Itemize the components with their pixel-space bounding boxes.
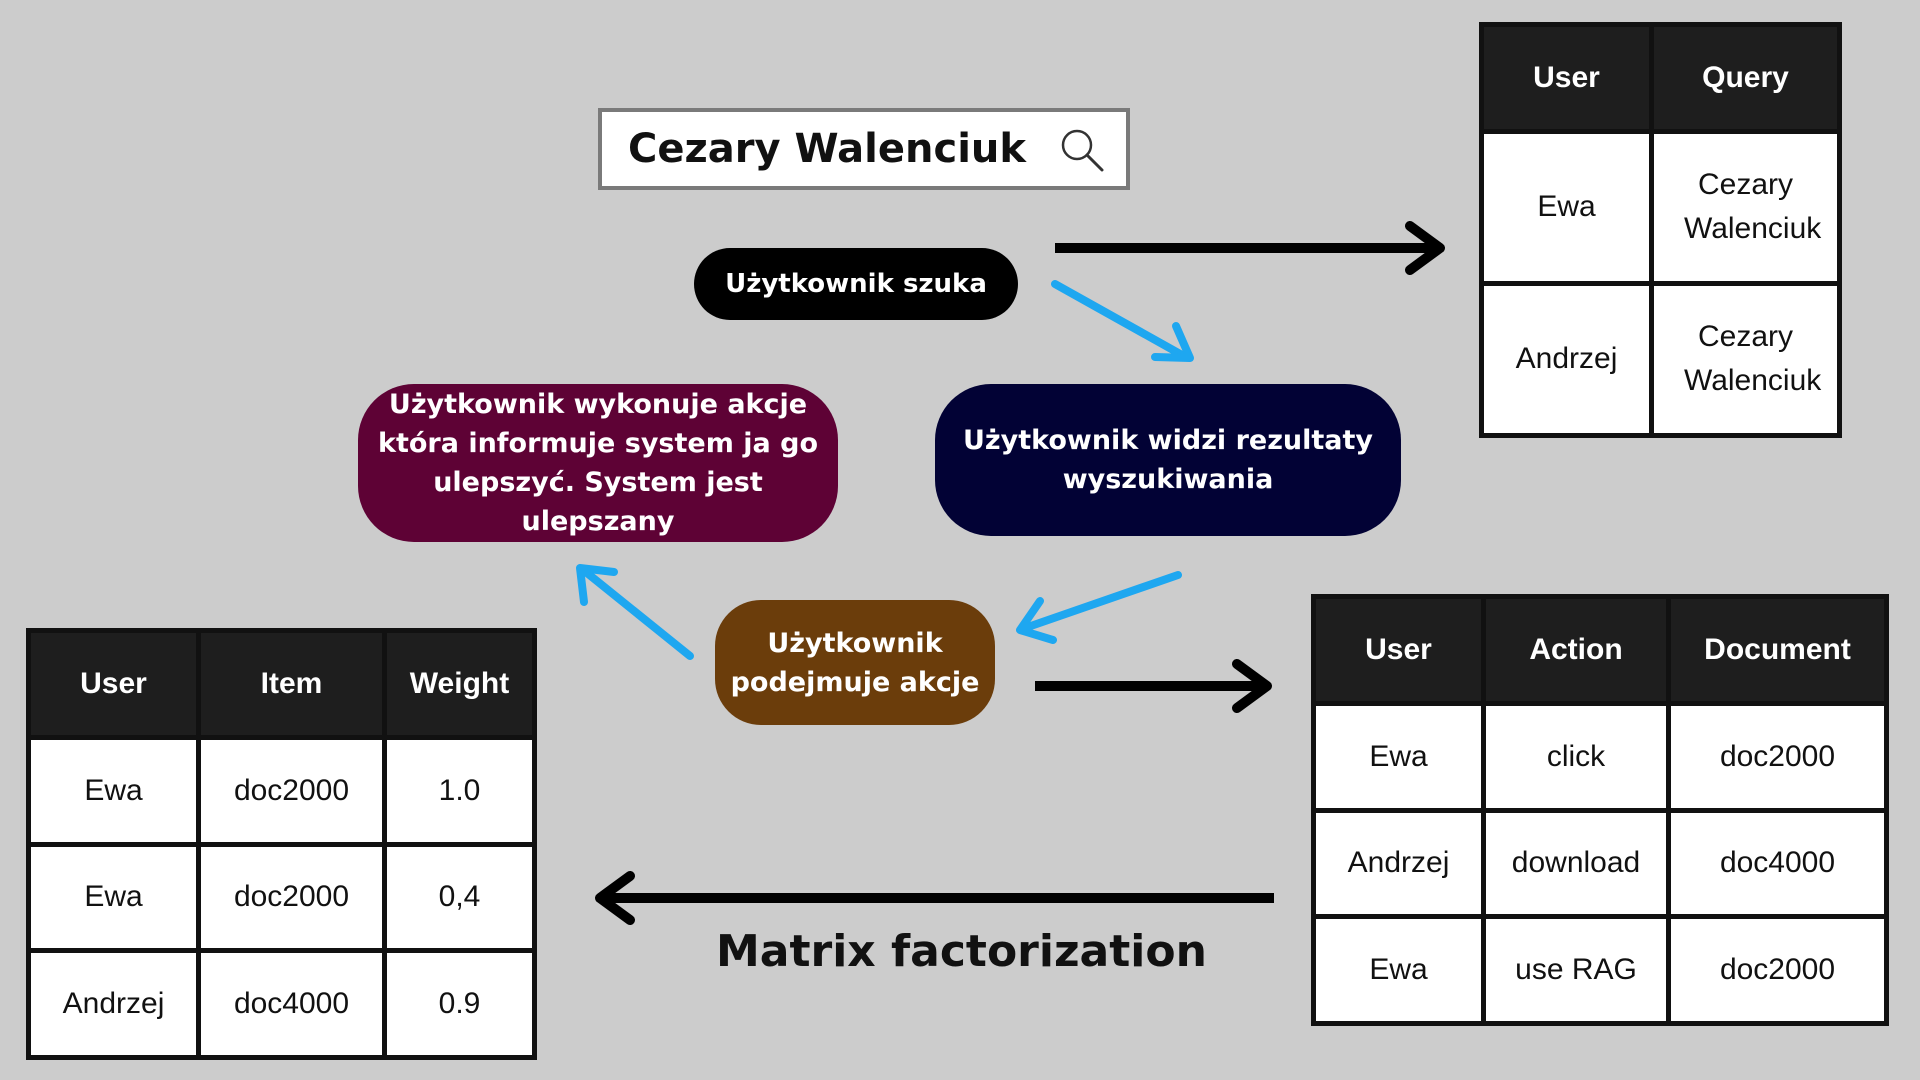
- cell-weight: 0.9: [382, 948, 537, 1060]
- step-user-searches: Użytkownik szuka: [694, 248, 1018, 320]
- cell-action: click: [1481, 700, 1671, 813]
- cell-action: use RAG: [1481, 914, 1671, 1026]
- step-system-improves: Użytkownik wykonuje akcje która informuj…: [358, 384, 838, 542]
- table-row: Ewa doc2000 0,4: [26, 841, 537, 954]
- step-user-takes-action: Użytkownik podejmuje akcje: [715, 600, 995, 725]
- cell-user: Andrzej: [1479, 280, 1654, 439]
- arrow-action-table-to-weight-table: [595, 871, 1274, 925]
- table-row: Ewa doc2000 1.0: [26, 734, 537, 847]
- arrow-search-to-results: [1051, 280, 1194, 362]
- arrow-search-to-query-table: [1055, 221, 1445, 275]
- cell-document: doc2000: [1666, 700, 1889, 813]
- arrow-action-to-feedback: [576, 564, 694, 660]
- cell-action: download: [1481, 807, 1671, 920]
- query-log-table: User Query Ewa Cezary Walenciuk Andrzej …: [1479, 22, 1842, 439]
- search-box[interactable]: Cezary Walenciuk: [598, 108, 1130, 190]
- column-header-weight: Weight: [382, 628, 537, 740]
- table-row: Andrzej download doc4000: [1311, 807, 1889, 920]
- cell-item: doc4000: [196, 948, 387, 1060]
- column-header-user: User: [26, 628, 201, 740]
- table-header-row: User Item Weight: [26, 628, 537, 740]
- table-header-row: User Action Document: [1311, 594, 1889, 706]
- cell-user: Andrzej: [26, 948, 201, 1060]
- cell-weight: 1.0: [382, 734, 537, 847]
- cell-document: doc2000: [1666, 914, 1889, 1026]
- user-action-table: User Action Document Ewa click doc2000 A…: [1311, 594, 1889, 1026]
- user-item-weight-table: User Item Weight Ewa doc2000 1.0 Ewa doc…: [26, 628, 537, 1060]
- cell-query: Cezary Walenciuk: [1649, 128, 1842, 286]
- cell-user: Ewa: [1311, 700, 1486, 813]
- column-header-query: Query: [1649, 22, 1842, 134]
- cell-user: Andrzej: [1311, 807, 1486, 920]
- step-user-sees-results: Użytkownik widzi rezultaty wyszukiwania: [935, 384, 1401, 536]
- table-row: Andrzej doc4000 0.9: [26, 948, 537, 1060]
- cell-weight: 0,4: [382, 841, 537, 954]
- cell-item: doc2000: [196, 734, 387, 847]
- column-header-user: User: [1479, 22, 1654, 134]
- table-row: Ewa Cezary Walenciuk: [1479, 128, 1842, 286]
- search-query-text: Cezary Walenciuk: [628, 126, 1026, 172]
- column-header-item: Item: [196, 628, 387, 740]
- search-icon[interactable]: [1058, 126, 1106, 174]
- table-header-row: User Query: [1479, 22, 1842, 134]
- cell-user: Ewa: [26, 841, 201, 954]
- cell-user: Ewa: [1479, 128, 1654, 286]
- cell-user: Ewa: [1311, 914, 1486, 1026]
- cell-item: doc2000: [196, 841, 387, 954]
- cell-user: Ewa: [26, 734, 201, 847]
- column-header-document: Document: [1666, 594, 1889, 706]
- cell-document: doc4000: [1666, 807, 1889, 920]
- table-row: Ewa use RAG doc2000: [1311, 914, 1889, 1026]
- arrow-results-to-action: [1016, 571, 1182, 644]
- matrix-factorization-label: Matrix factorization: [716, 926, 1207, 977]
- column-header-user: User: [1311, 594, 1486, 706]
- table-row: Andrzej Cezary Walenciuk: [1479, 280, 1842, 439]
- column-header-action: Action: [1481, 594, 1671, 706]
- arrow-action-to-action-table: [1035, 659, 1272, 713]
- table-row: Ewa click doc2000: [1311, 700, 1889, 813]
- cell-query: Cezary Walenciuk: [1649, 280, 1842, 439]
